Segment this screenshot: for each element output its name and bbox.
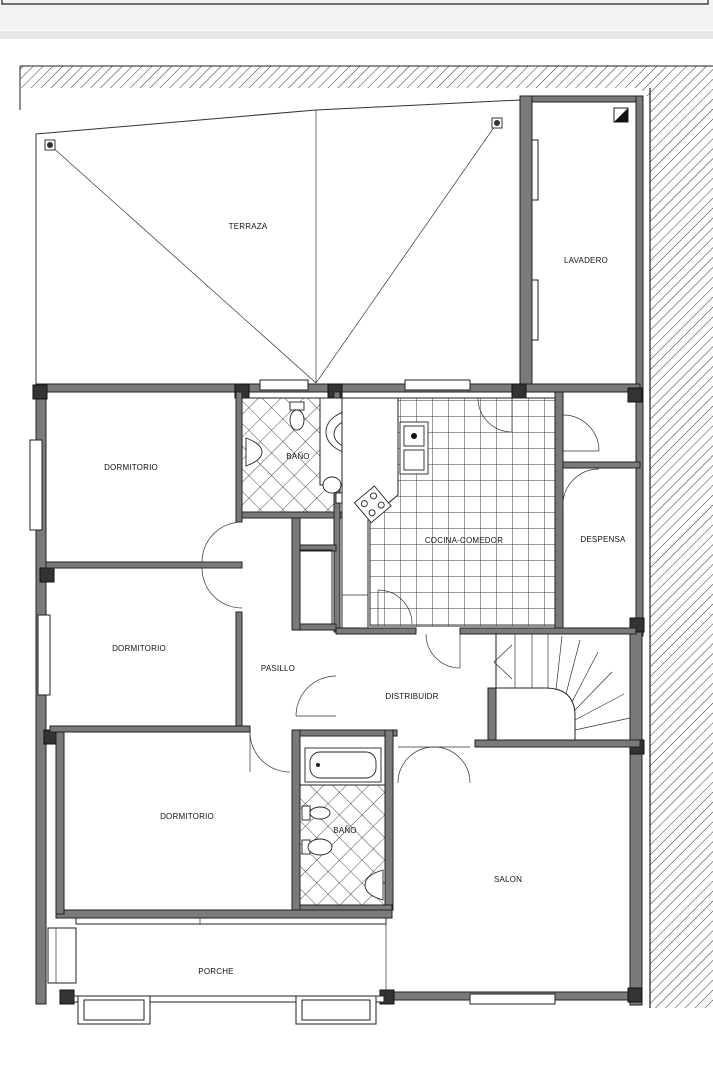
label-pasillo: PASILLO — [261, 664, 295, 673]
distribuidor-doors — [295, 633, 471, 784]
label-distribuidor: DISTRIBUIDR — [385, 692, 438, 701]
label-dormitorio-3: DORMITORIO — [160, 812, 214, 821]
label-cocina-comedor: COCINA-COMEDOR — [425, 536, 503, 545]
label-dormitorio-2: DORMITORIO — [112, 644, 166, 653]
interior-walls — [45, 391, 641, 919]
despensa-doors — [562, 414, 600, 506]
label-salon: SALON — [494, 875, 522, 884]
page-top-frame — [0, 0, 713, 39]
label-bano-2: BAÑO — [333, 826, 356, 835]
site-boundary-hatch — [19, 65, 713, 1008]
label-terraza: TERRAZA — [229, 222, 268, 231]
porche-area — [47, 917, 387, 1025]
terraza-area — [35, 99, 521, 386]
room-labels: TERRAZA LAVADERO DORMITORIO BAÑO COCINA-… — [104, 222, 626, 976]
label-dormitorio-1: DORMITORIO — [104, 463, 158, 472]
label-porche: PORCHE — [198, 967, 233, 976]
label-bano-1: BAÑO — [286, 452, 309, 461]
label-despensa: DESPENSA — [580, 535, 626, 544]
dormitorio-doors — [201, 521, 291, 773]
staircase — [493, 633, 631, 741]
cocina-comedor-area — [341, 397, 556, 629]
bano-2-area — [299, 747, 386, 906]
label-lavadero: LAVADERO — [564, 256, 608, 265]
